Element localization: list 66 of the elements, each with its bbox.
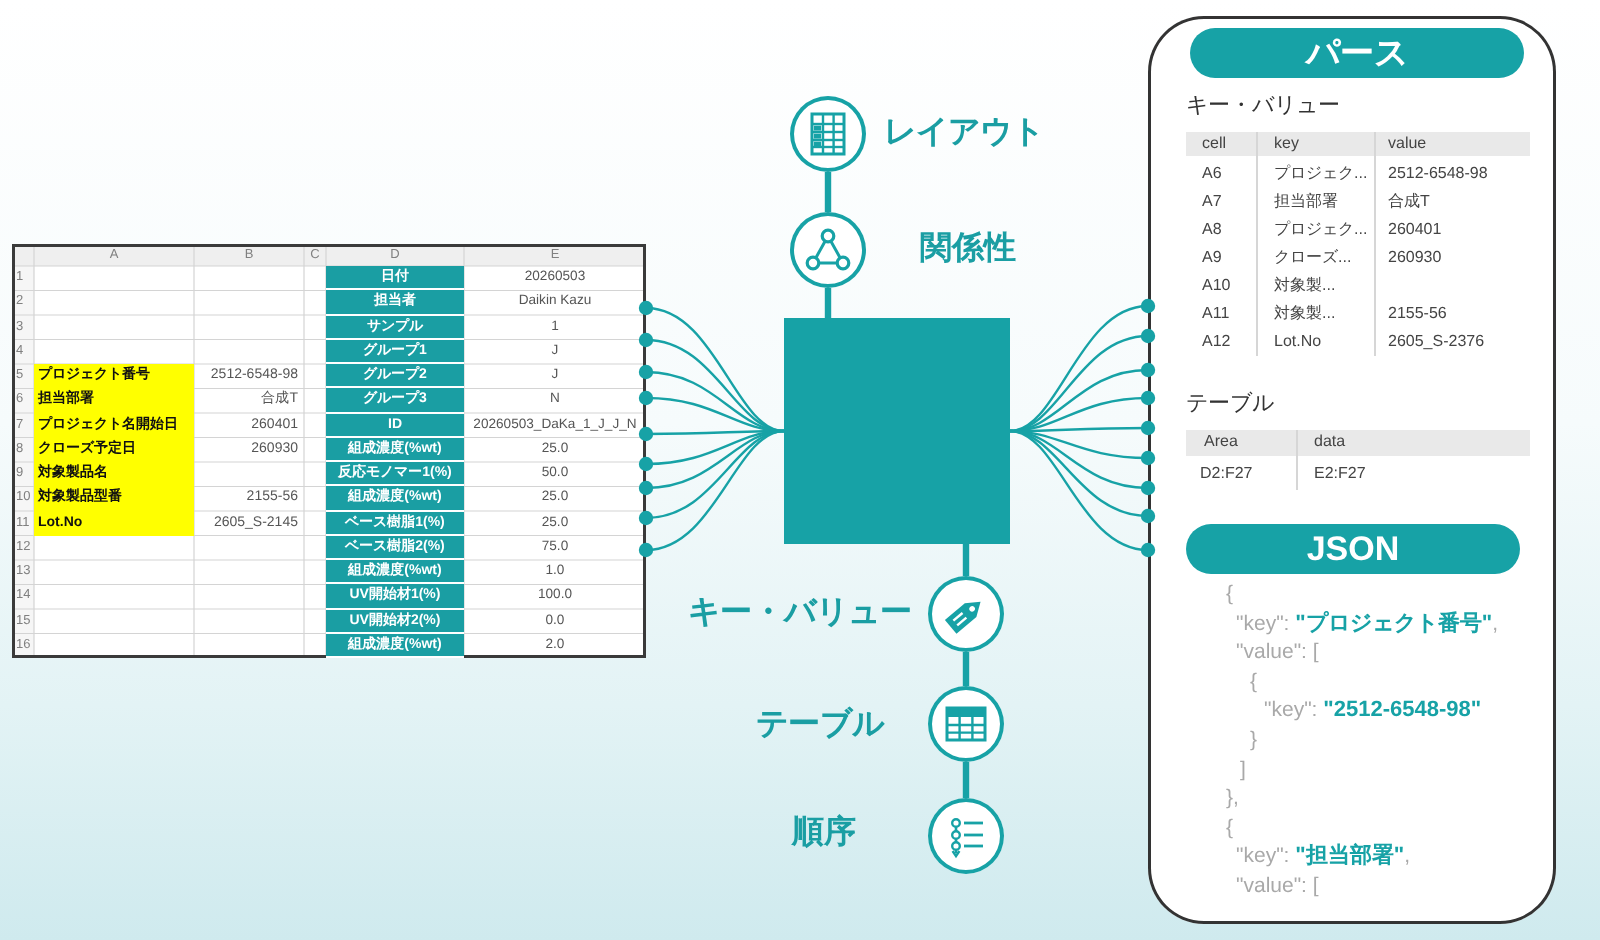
code-line: "value": [ (1236, 872, 1319, 900)
code-line: } (1250, 726, 1258, 754)
code-line: { (1250, 667, 1258, 696)
icon-circle (928, 576, 1004, 652)
table-text: A7 (1202, 192, 1222, 212)
connector-line (962, 762, 970, 798)
feature-label: レイアウト (884, 114, 1044, 154)
connector-line (638, 332, 785, 433)
column-header: Area (1204, 432, 1238, 452)
icon-circle (928, 798, 1004, 874)
feature-label: テーブル (756, 706, 884, 746)
code-line: }, (1226, 784, 1239, 813)
heading-pill: JSON (1186, 524, 1520, 574)
feature-label: キー・バリュー (688, 594, 912, 634)
connector-line (638, 390, 785, 433)
connector-line (1009, 429, 1156, 558)
code-line: { (1226, 580, 1234, 608)
table-text: 対象製... (1274, 304, 1336, 324)
code-line: "key": "プロジェクト番号", (1236, 609, 1498, 638)
table-text: A10 (1202, 276, 1231, 296)
table-text: 2155-56 (1388, 304, 1447, 324)
code-line: "key": "担当部署", (1236, 842, 1410, 871)
rounded-panel (1148, 16, 1556, 924)
table-text: 担当部署 (1274, 192, 1338, 212)
connector-line (962, 652, 970, 686)
column-header: cell (1202, 134, 1227, 154)
heading-pill: パース (1190, 28, 1524, 78)
column-header: value (1388, 134, 1427, 154)
connector-line (638, 429, 785, 558)
section-heading: キー・バリュー (1186, 92, 1340, 120)
code-line: "key": "2512-6548-98" (1264, 696, 1482, 725)
table-text: クローズ... (1274, 248, 1352, 268)
table-text: E2:F27 (1314, 464, 1366, 484)
table-text: Lot.No (1274, 332, 1322, 352)
table-text: A8 (1202, 220, 1222, 240)
table-text: 2512-6548-98 (1388, 164, 1488, 184)
code-line: { (1226, 813, 1234, 842)
table-text: プロジェク... (1274, 164, 1368, 184)
connector-line (1009, 362, 1156, 433)
table-text: 合成T (1388, 192, 1430, 212)
connector-line (824, 288, 832, 318)
connector-line (962, 544, 970, 576)
connector-line (638, 300, 785, 433)
feature-label: 順序 (792, 814, 856, 854)
table-text: D2:F27 (1200, 464, 1253, 484)
table-text: 260401 (1388, 220, 1442, 240)
table-text: A9 (1202, 248, 1222, 268)
table-text: プロジェク... (1274, 220, 1368, 240)
section-heading: テーブル (1186, 390, 1274, 418)
table-text: A12 (1202, 332, 1231, 352)
table-text: 対象製... (1274, 276, 1336, 296)
column-header: key (1274, 134, 1299, 154)
table-text: A6 (1202, 164, 1222, 184)
feature-label: 関係性 (920, 230, 1016, 270)
table-text: 2605_S-2376 (1388, 332, 1485, 352)
connector-line (1009, 328, 1156, 433)
table-text: 260930 (1388, 248, 1442, 268)
icon-circle (790, 96, 866, 172)
connector-line (824, 172, 832, 212)
code-line: "value": [ (1236, 638, 1319, 667)
column-header: data (1314, 432, 1346, 452)
icon-circle (928, 686, 1004, 762)
code-line: ] (1240, 755, 1246, 784)
table-text: A11 (1202, 304, 1230, 324)
hub-square (784, 318, 1010, 544)
icon-circle (790, 212, 866, 288)
